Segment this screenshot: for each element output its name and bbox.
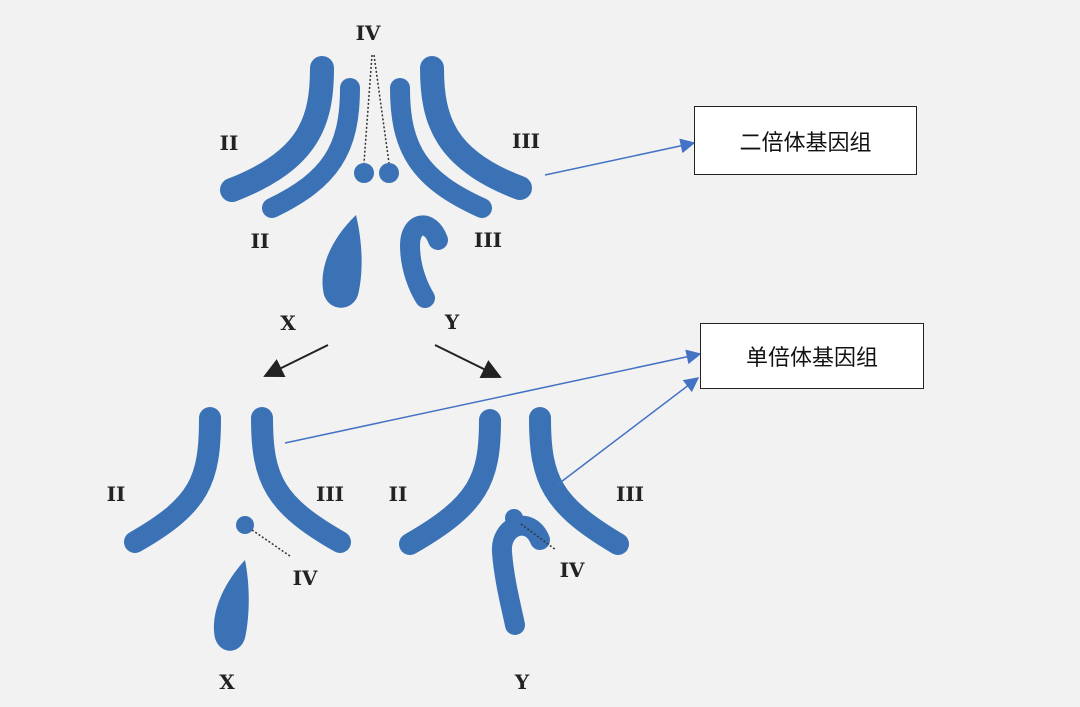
pointer-haploid-x bbox=[284, 349, 702, 444]
label-x: X bbox=[219, 670, 235, 694]
pointer-haploid-y bbox=[556, 377, 700, 486]
label-x: X bbox=[280, 311, 296, 335]
diploid-genome-box: 二倍体基因组 bbox=[694, 106, 917, 175]
label-iv: IV bbox=[292, 566, 318, 590]
label-iv: IV bbox=[559, 558, 585, 582]
chromosome-y-hook-top bbox=[399, 215, 448, 308]
chromosome-ii-hy bbox=[399, 409, 501, 555]
chromosome-ii-inner bbox=[262, 78, 360, 218]
split-arrow-left bbox=[263, 344, 329, 378]
label-y: Y bbox=[444, 310, 460, 334]
label-iii: III bbox=[473, 228, 503, 252]
chromosome-iv-hx bbox=[236, 516, 254, 534]
split-arrow-right bbox=[434, 344, 502, 379]
chromosome-iv-right bbox=[379, 163, 399, 183]
haploid-genome-box: 单倍体基因组 bbox=[700, 323, 924, 389]
label-y: Y bbox=[514, 670, 530, 694]
chromosome-iii-inner bbox=[390, 78, 492, 218]
chromosome-iii-hx bbox=[251, 407, 351, 553]
chromosome-x-top bbox=[322, 215, 362, 308]
label-iii: III bbox=[315, 482, 345, 506]
label-iv: IV bbox=[355, 21, 381, 45]
chromosome-ii-outer bbox=[220, 56, 334, 202]
chromosome-iii-outer bbox=[420, 56, 532, 200]
pointer-diploid bbox=[544, 138, 696, 176]
label-ii: II bbox=[106, 482, 126, 506]
label-iii: III bbox=[511, 129, 541, 153]
chromosome-x-bottom bbox=[213, 560, 249, 651]
label-ii: II bbox=[219, 131, 239, 155]
chromosome-y-hook-bottom bbox=[492, 515, 550, 635]
chromosome-iv-left bbox=[354, 163, 374, 183]
chromosome-iii-hy bbox=[529, 407, 629, 555]
label-ii: II bbox=[388, 482, 408, 506]
chromosome-iv-hy bbox=[505, 509, 523, 527]
chromosome-ii-hx bbox=[124, 407, 221, 553]
label-ii: II bbox=[250, 229, 270, 253]
label-iii: III bbox=[615, 482, 645, 506]
